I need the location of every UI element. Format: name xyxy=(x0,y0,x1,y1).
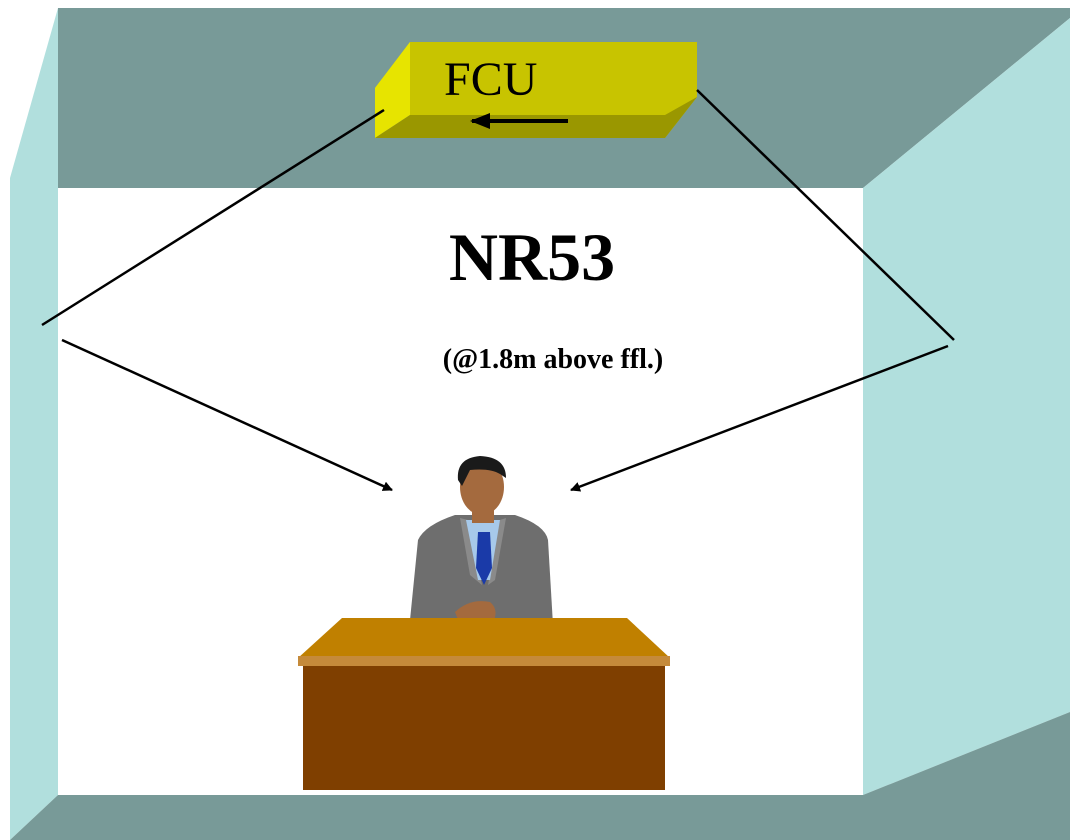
desk-front xyxy=(303,666,665,790)
person-face xyxy=(460,459,504,515)
desk-top-edge xyxy=(298,656,670,666)
floor xyxy=(10,712,1070,840)
desk xyxy=(298,618,670,790)
noise-rating-subtitle: (@1.8m above ffl.) xyxy=(443,344,663,375)
sound-path-left-upper xyxy=(41,108,385,327)
fcu-side-face xyxy=(375,42,410,138)
person-hair xyxy=(457,456,506,486)
sound-path-right-upper xyxy=(696,89,955,341)
person-lapel-right xyxy=(488,518,506,585)
right-wall xyxy=(863,18,1070,795)
fcu-label: FCU xyxy=(444,53,537,106)
noise-rating-title: NR53 xyxy=(449,219,615,295)
seated-person-illustration xyxy=(410,456,553,630)
fcu-bottom-face xyxy=(375,97,697,138)
sound-path-left-lower xyxy=(61,338,393,492)
left-wall xyxy=(10,8,58,840)
desk-top xyxy=(298,618,670,658)
sound-path-right-lower xyxy=(570,344,949,492)
person-tie xyxy=(476,532,492,585)
fcu-unit: FCU xyxy=(375,42,697,138)
